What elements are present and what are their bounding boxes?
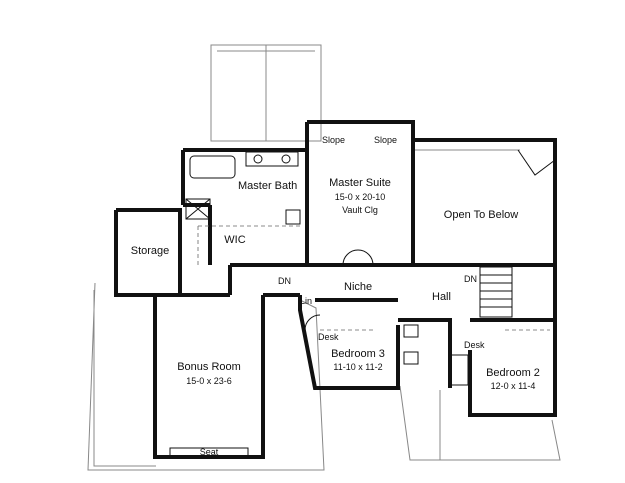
hall-label: Hall xyxy=(432,291,451,303)
dn-right-label: DN xyxy=(464,274,477,284)
bedroom2-label: Bedroom 2 xyxy=(486,367,540,379)
bonus-room-label: Bonus Room xyxy=(177,361,241,373)
lin-label: Lin xyxy=(300,296,312,306)
master-suite-label: Master Suite xyxy=(329,177,391,189)
open-to-below-label: Open To Below xyxy=(444,209,518,221)
wic-label: WIC xyxy=(224,234,245,246)
dn-left-label: DN xyxy=(278,276,291,286)
bedroom2-size: 12-0 x 11-4 xyxy=(491,381,536,391)
walls xyxy=(114,120,557,459)
master-bath-label: Master Bath xyxy=(238,180,297,192)
storage-label: Storage xyxy=(131,245,170,257)
desk-left-label: Desk xyxy=(318,332,339,342)
master-suite-note: Vault Clg xyxy=(342,205,378,215)
master-suite-size: 15-0 x 20-10 xyxy=(335,192,386,202)
slope-left-label: Slope xyxy=(322,135,345,145)
room-labels: Master Bath Master Suite 15-0 x 20-10 Va… xyxy=(131,135,540,457)
bedroom3-label: Bedroom 3 xyxy=(331,348,385,360)
bonus-room-size: 15-0 x 23-6 xyxy=(186,376,232,386)
fixtures xyxy=(169,149,556,457)
seat-label: Seat xyxy=(200,447,219,457)
slope-right-label: Slope xyxy=(374,135,397,145)
niche-label: Niche xyxy=(344,281,372,293)
desk-right-label: Desk xyxy=(464,340,485,350)
roof-outlines xyxy=(87,44,561,471)
bedroom3-size: 11-10 x 11-2 xyxy=(333,362,382,372)
